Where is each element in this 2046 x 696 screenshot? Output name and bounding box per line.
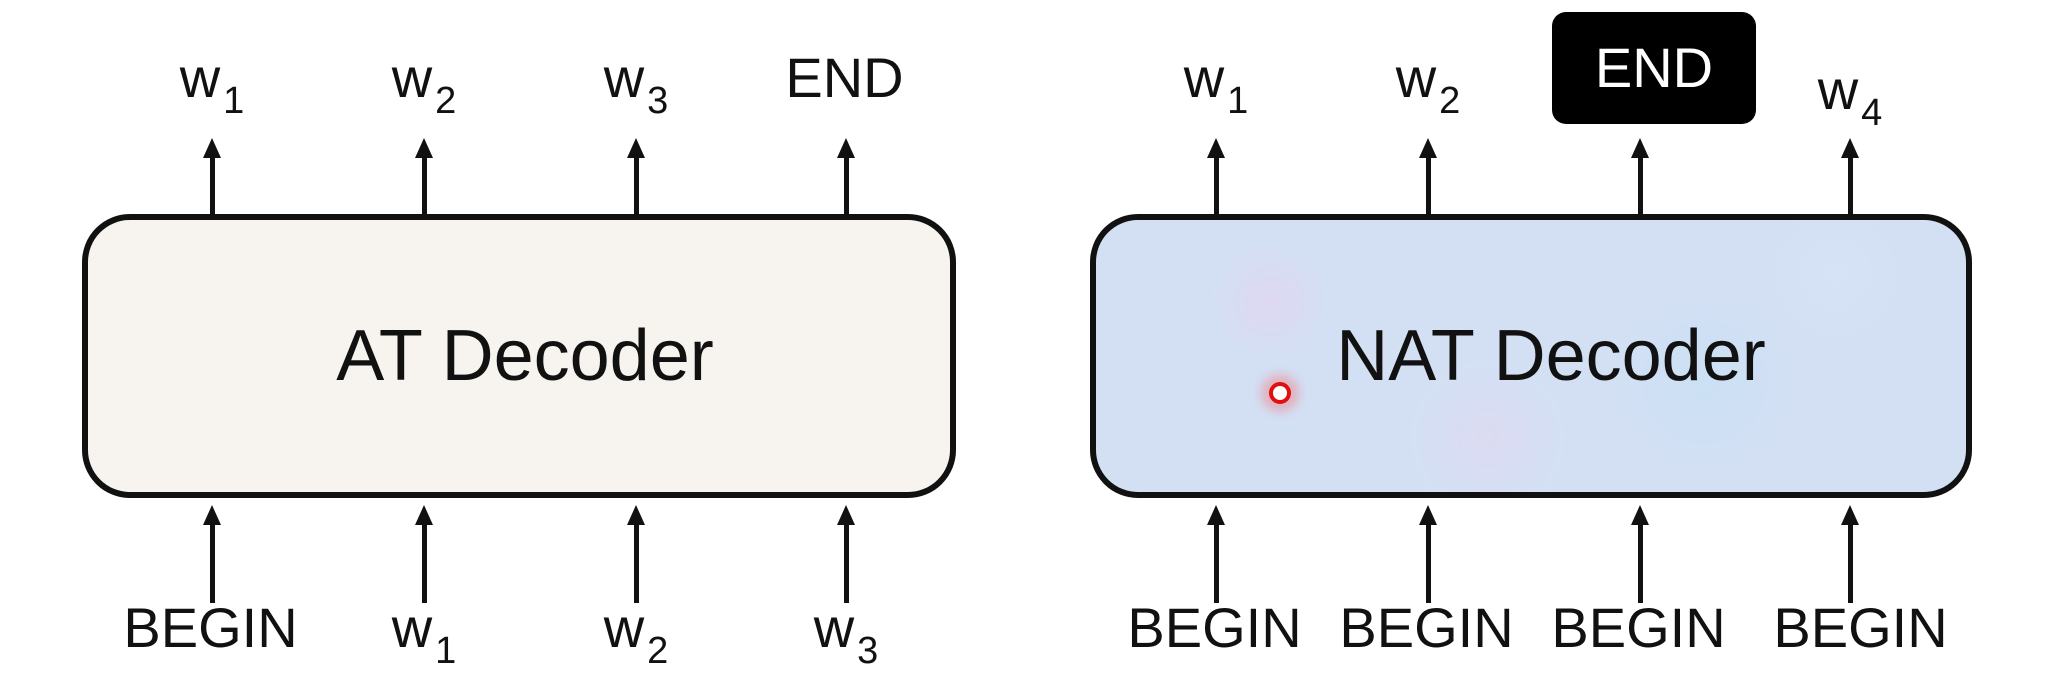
laser-pointer-dot [1269,382,1291,404]
nat-input-token-begin-1: BEGIN [1127,596,1302,659]
nat-input-arrow-4 [1838,505,1862,603]
at-output-arrow-4 [834,138,858,234]
nat-input-token-begin-4: BEGIN [1773,596,1948,659]
nat-output-token-1: w1 [1183,46,1249,122]
nat-output-arrow-1 [1204,138,1228,234]
nat-output-arrow-3 [1628,138,1652,234]
at-output-token-2: w2 [391,46,457,122]
at-decoder-label: AT Decoder [336,316,714,396]
nat-output-token-2: w2 [1395,46,1461,122]
at-input-arrow-2 [412,505,436,603]
nat-decoder-box: NAT Decoder [1090,214,1972,498]
at-output-arrow-3 [624,138,648,234]
at-output-token-end: END [785,46,904,109]
nat-diagram: w1 w2 END w4 NAT Decoder BEGIN BEGIN BEG… [1000,0,2046,696]
at-input-arrow-1 [200,505,224,603]
at-decoder-box: AT Decoder [82,214,956,498]
nat-input-arrow-3 [1628,505,1652,603]
at-input-arrow-4 [834,505,858,603]
nat-output-arrow-2 [1416,138,1440,234]
nat-output-token-4: w4 [1817,58,1883,134]
nat-input-token-begin-2: BEGIN [1339,596,1514,659]
at-output-arrow-1 [200,138,224,234]
nat-output-end-badge: END [1552,12,1756,124]
nat-output-arrow-4 [1838,138,1862,234]
nat-input-token-begin-3: BEGIN [1551,596,1726,659]
at-input-token-4: w3 [813,596,879,672]
at-output-arrow-2 [412,138,436,234]
at-input-token-begin: BEGIN [123,596,298,659]
at-output-token-1: w1 [179,46,245,122]
at-diagram: w1 w2 w3 END AT Decoder BEGIN w1 w2 w3 [0,0,1000,696]
nat-input-arrow-2 [1416,505,1440,603]
at-output-token-3: w3 [603,46,669,122]
nat-decoder-label: NAT Decoder [1336,316,1766,396]
at-input-token-2: w1 [391,596,457,672]
at-input-arrow-3 [624,505,648,603]
at-input-token-3: w2 [603,596,669,672]
nat-input-arrow-1 [1204,505,1228,603]
